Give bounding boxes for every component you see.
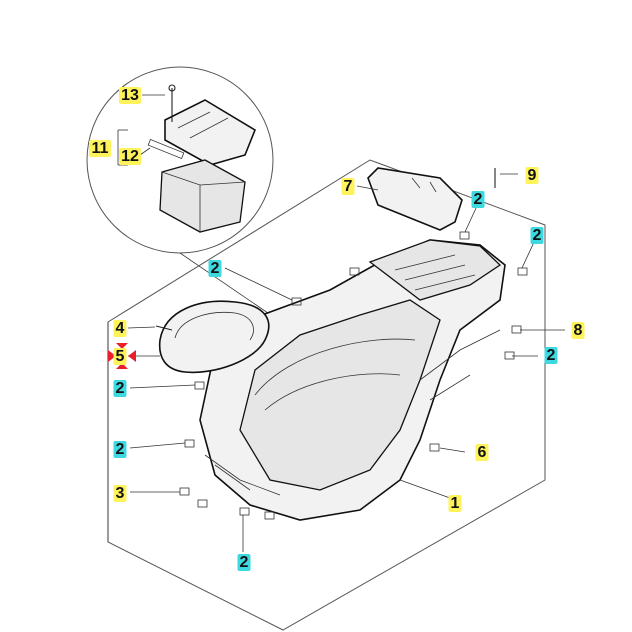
callout-c2g: 2 bbox=[547, 347, 556, 364]
callout-c2d: 2 bbox=[116, 380, 125, 397]
callout-c2a: 2 bbox=[474, 191, 483, 208]
battery-box bbox=[159, 159, 246, 233]
lid-cover bbox=[158, 300, 270, 374]
callout-highlight bbox=[341, 178, 355, 195]
callout-c4: 4 bbox=[116, 320, 125, 337]
battery-cover bbox=[164, 84, 256, 166]
callout-highlight bbox=[475, 444, 489, 461]
callout-c11: 11 bbox=[92, 140, 109, 157]
callout-c2f: 2 bbox=[240, 554, 249, 571]
callout-c13: 13 bbox=[121, 87, 139, 104]
callout-c2e: 2 bbox=[116, 441, 125, 458]
callout-highlight bbox=[571, 322, 585, 339]
callout-highlight bbox=[89, 140, 111, 157]
callout-c2c: 2 bbox=[211, 260, 220, 277]
callout-highlight bbox=[530, 227, 544, 244]
callout-highlight bbox=[113, 320, 127, 337]
callout-highlight bbox=[471, 191, 485, 208]
battery-strap bbox=[147, 138, 185, 160]
callout-highlight bbox=[525, 167, 539, 184]
detail-circle bbox=[86, 66, 274, 254]
leader-lines bbox=[107, 94, 565, 552]
callout-c7: 7 bbox=[344, 178, 353, 195]
callout-c8: 8 bbox=[574, 322, 583, 339]
callout-c5: 5 bbox=[116, 348, 125, 365]
callout-c3: 3 bbox=[116, 485, 125, 502]
red-marker bbox=[108, 343, 136, 369]
callout-highlight bbox=[448, 495, 462, 512]
clips bbox=[179, 231, 528, 520]
callout-highlight bbox=[113, 348, 127, 365]
storage-box bbox=[199, 239, 506, 521]
callout-c2b: 2 bbox=[533, 227, 542, 244]
callout-c1: 1 bbox=[451, 495, 460, 512]
rear-bracket bbox=[367, 167, 463, 231]
callout-highlight bbox=[119, 148, 141, 165]
screw-4 bbox=[155, 325, 173, 331]
callout-highlight bbox=[113, 441, 127, 458]
callout-highlight bbox=[113, 485, 127, 502]
callout-highlight bbox=[113, 380, 127, 397]
callout-highlight bbox=[544, 347, 558, 364]
callout-highlight bbox=[119, 87, 141, 104]
callout-highlight bbox=[237, 554, 251, 571]
callout-c12: 12 bbox=[121, 148, 139, 165]
callout-c6: 6 bbox=[478, 444, 487, 461]
callout-highlight bbox=[208, 260, 222, 277]
callout-c9: 9 bbox=[528, 167, 537, 184]
